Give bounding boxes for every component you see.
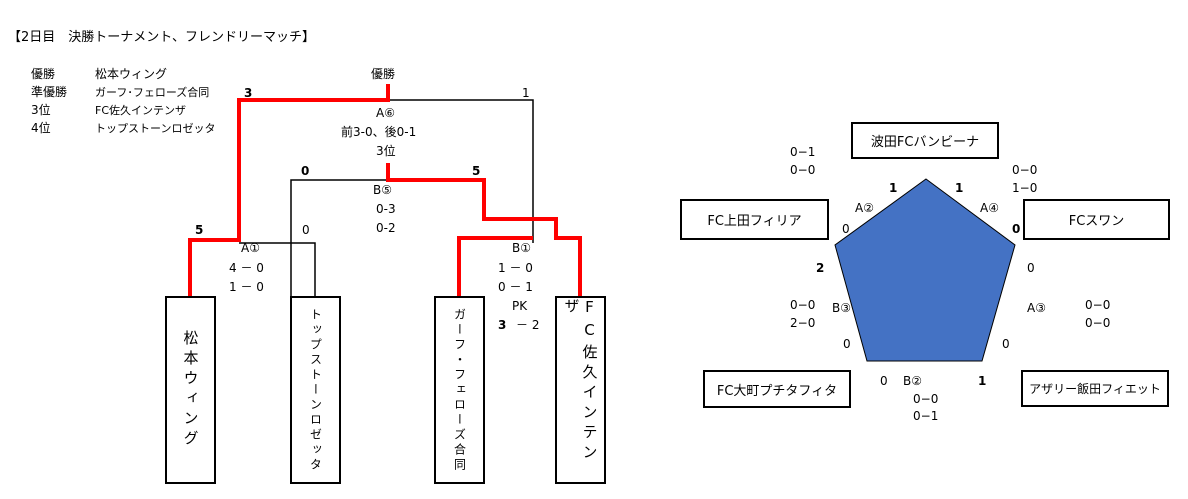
third-right-score: 5: [472, 164, 481, 178]
bracket-team-box: ガーフ・フェローズ合同: [434, 296, 485, 484]
bracket-team-box: 松本ウィング: [165, 296, 216, 484]
a3-half-2: 0−0: [1085, 316, 1111, 330]
friendly-pentagon: [834, 178, 1016, 362]
b3-half-2: 2−0: [790, 316, 816, 330]
a4-half-1: 0−0: [1012, 163, 1038, 177]
bracket-team-box: トップストーンロゼッタ: [290, 296, 341, 484]
b2-half-1: 0−0: [913, 392, 939, 406]
score-left: 2: [816, 261, 825, 275]
b2-half-2: 0−1: [913, 409, 939, 423]
score-top-left: 1: [889, 181, 898, 195]
rank-3-label: 3位: [31, 103, 51, 117]
third-left-score: 0: [301, 164, 310, 178]
final-detail: 前3-0、後0-1: [341, 125, 417, 139]
match-a4-label: A④: [980, 201, 999, 215]
friendly-team-box: 波田FCバンビーナ: [851, 122, 999, 159]
score-lower-left: 0: [843, 337, 851, 351]
score-top-right: 1: [955, 181, 964, 195]
semi1-half-1: 4 － 0: [229, 261, 264, 275]
third-place-label: 3位: [376, 144, 396, 158]
final-right-score: 1: [522, 86, 530, 100]
friendly-team-box: FC大町プチタフィタ: [703, 370, 851, 408]
match-b3-label: B③: [832, 301, 851, 315]
score-upper-left: 0: [842, 222, 850, 236]
semi1-match-id: A①: [241, 241, 260, 255]
match-a3-label: A③: [1027, 301, 1046, 315]
rank-4-team: トップストーンロゼッタ: [95, 122, 216, 135]
semi2-pk-score-right: － 2: [516, 318, 540, 332]
final-match-id: A⑥: [376, 106, 395, 120]
rank-2-label: 準優勝: [31, 85, 68, 99]
b3-half-1: 0−0: [790, 298, 816, 312]
team-name: ガーフ・フェローズ合同: [452, 307, 467, 473]
semi2-half-1: 1 － 0: [498, 261, 533, 275]
score-lower-right: 0: [1002, 337, 1010, 351]
team-name: 波田FCバンビーナ: [870, 135, 980, 150]
a2-half-1: 0−1: [790, 145, 816, 159]
friendly-team-box: FC上田フィリア: [680, 199, 829, 240]
semi2-pk-label: PK: [512, 299, 528, 313]
semi2-pk-score-left: 3: [498, 318, 507, 332]
rank-2-team: ガーフ･フェローズ合同: [95, 86, 210, 99]
friendly-team-box: アザリー飯田フィエット: [1021, 370, 1169, 407]
page-title: 【2日目 決勝トーナメント、フレンドリーマッチ】: [8, 30, 316, 45]
team-name: FC上田フィリア: [707, 214, 802, 229]
team-name: トップストーンロゼッタ: [308, 307, 323, 473]
score-upper-right: 0: [1012, 222, 1021, 236]
semi1-left-score: 5: [195, 223, 204, 237]
team-name: FC佐久インテンザ: [562, 298, 599, 464]
semi2-half-2: 0 － 1: [498, 280, 533, 294]
third-half-2: 0-2: [376, 221, 396, 235]
team-name: FC大町プチタフィタ: [716, 383, 838, 399]
team-name: 松本ウィング: [181, 330, 200, 450]
team-name: FCスワン: [1068, 214, 1125, 229]
semi2-match-id: B①: [512, 241, 531, 255]
rank-4-label: 4位: [31, 121, 51, 135]
semi1-right-score: 0: [302, 223, 310, 237]
score-bottom-right: 1: [978, 374, 987, 388]
match-a2-label: A②: [855, 201, 874, 215]
a3-half-1: 0−0: [1085, 298, 1111, 312]
third-half-1: 0-3: [376, 202, 396, 216]
team-name: アザリー飯田フィエット: [1029, 382, 1161, 396]
rank-3-team: FC佐久インテンザ: [95, 104, 187, 117]
rank-1-team: 松本ウィング: [95, 67, 168, 81]
friendly-team-box: FCスワン: [1023, 199, 1170, 240]
a2-half-2: 0−0: [790, 163, 816, 177]
score-right: 0: [1027, 261, 1035, 275]
third-match-id: B⑤: [373, 183, 392, 197]
a4-half-2: 1−0: [1012, 181, 1038, 195]
semi1-half-2: 1 － 0: [229, 280, 264, 294]
final-left-score: 3: [244, 86, 253, 100]
score-bottom-left: 0: [880, 374, 888, 388]
rank-1-label: 優勝: [31, 67, 56, 81]
match-b2-label: B②: [903, 374, 922, 388]
bracket-team-box: FC佐久インテンザ: [555, 296, 606, 484]
final-label: 優勝: [371, 67, 396, 81]
